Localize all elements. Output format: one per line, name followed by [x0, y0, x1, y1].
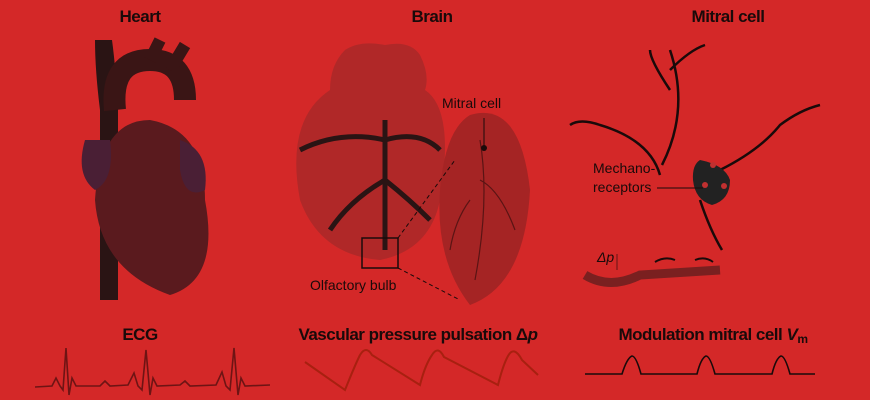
heart-illustration	[81, 37, 209, 300]
mitral-cell-illustration	[569, 43, 821, 287]
mitral-cell-label: Mitral cell	[442, 95, 501, 111]
vascular-pressure-title: Vascular pressure pulsation Δp	[298, 325, 537, 344]
delta-p-label: Δp	[596, 249, 614, 265]
ecg-title: ECG	[122, 325, 158, 344]
modulation-trace	[585, 355, 815, 375]
modulation-title: Modulation mitral cell Vm	[619, 325, 808, 346]
brain-illustration	[296, 43, 530, 305]
ecg-trace	[34, 347, 271, 396]
brain-title: Brain	[412, 7, 453, 26]
heart-title: Heart	[120, 7, 162, 26]
vascular-pressure-trace	[304, 349, 539, 392]
mitral-cell-title: Mitral cell	[692, 7, 765, 26]
mechanoreceptors-label-2: receptors	[593, 179, 651, 195]
mechanoreceptors-label-1: Mechano-	[593, 160, 656, 176]
zoom-box	[361, 237, 399, 269]
olfactory-bulb-label: Olfactory bulb	[310, 277, 397, 293]
